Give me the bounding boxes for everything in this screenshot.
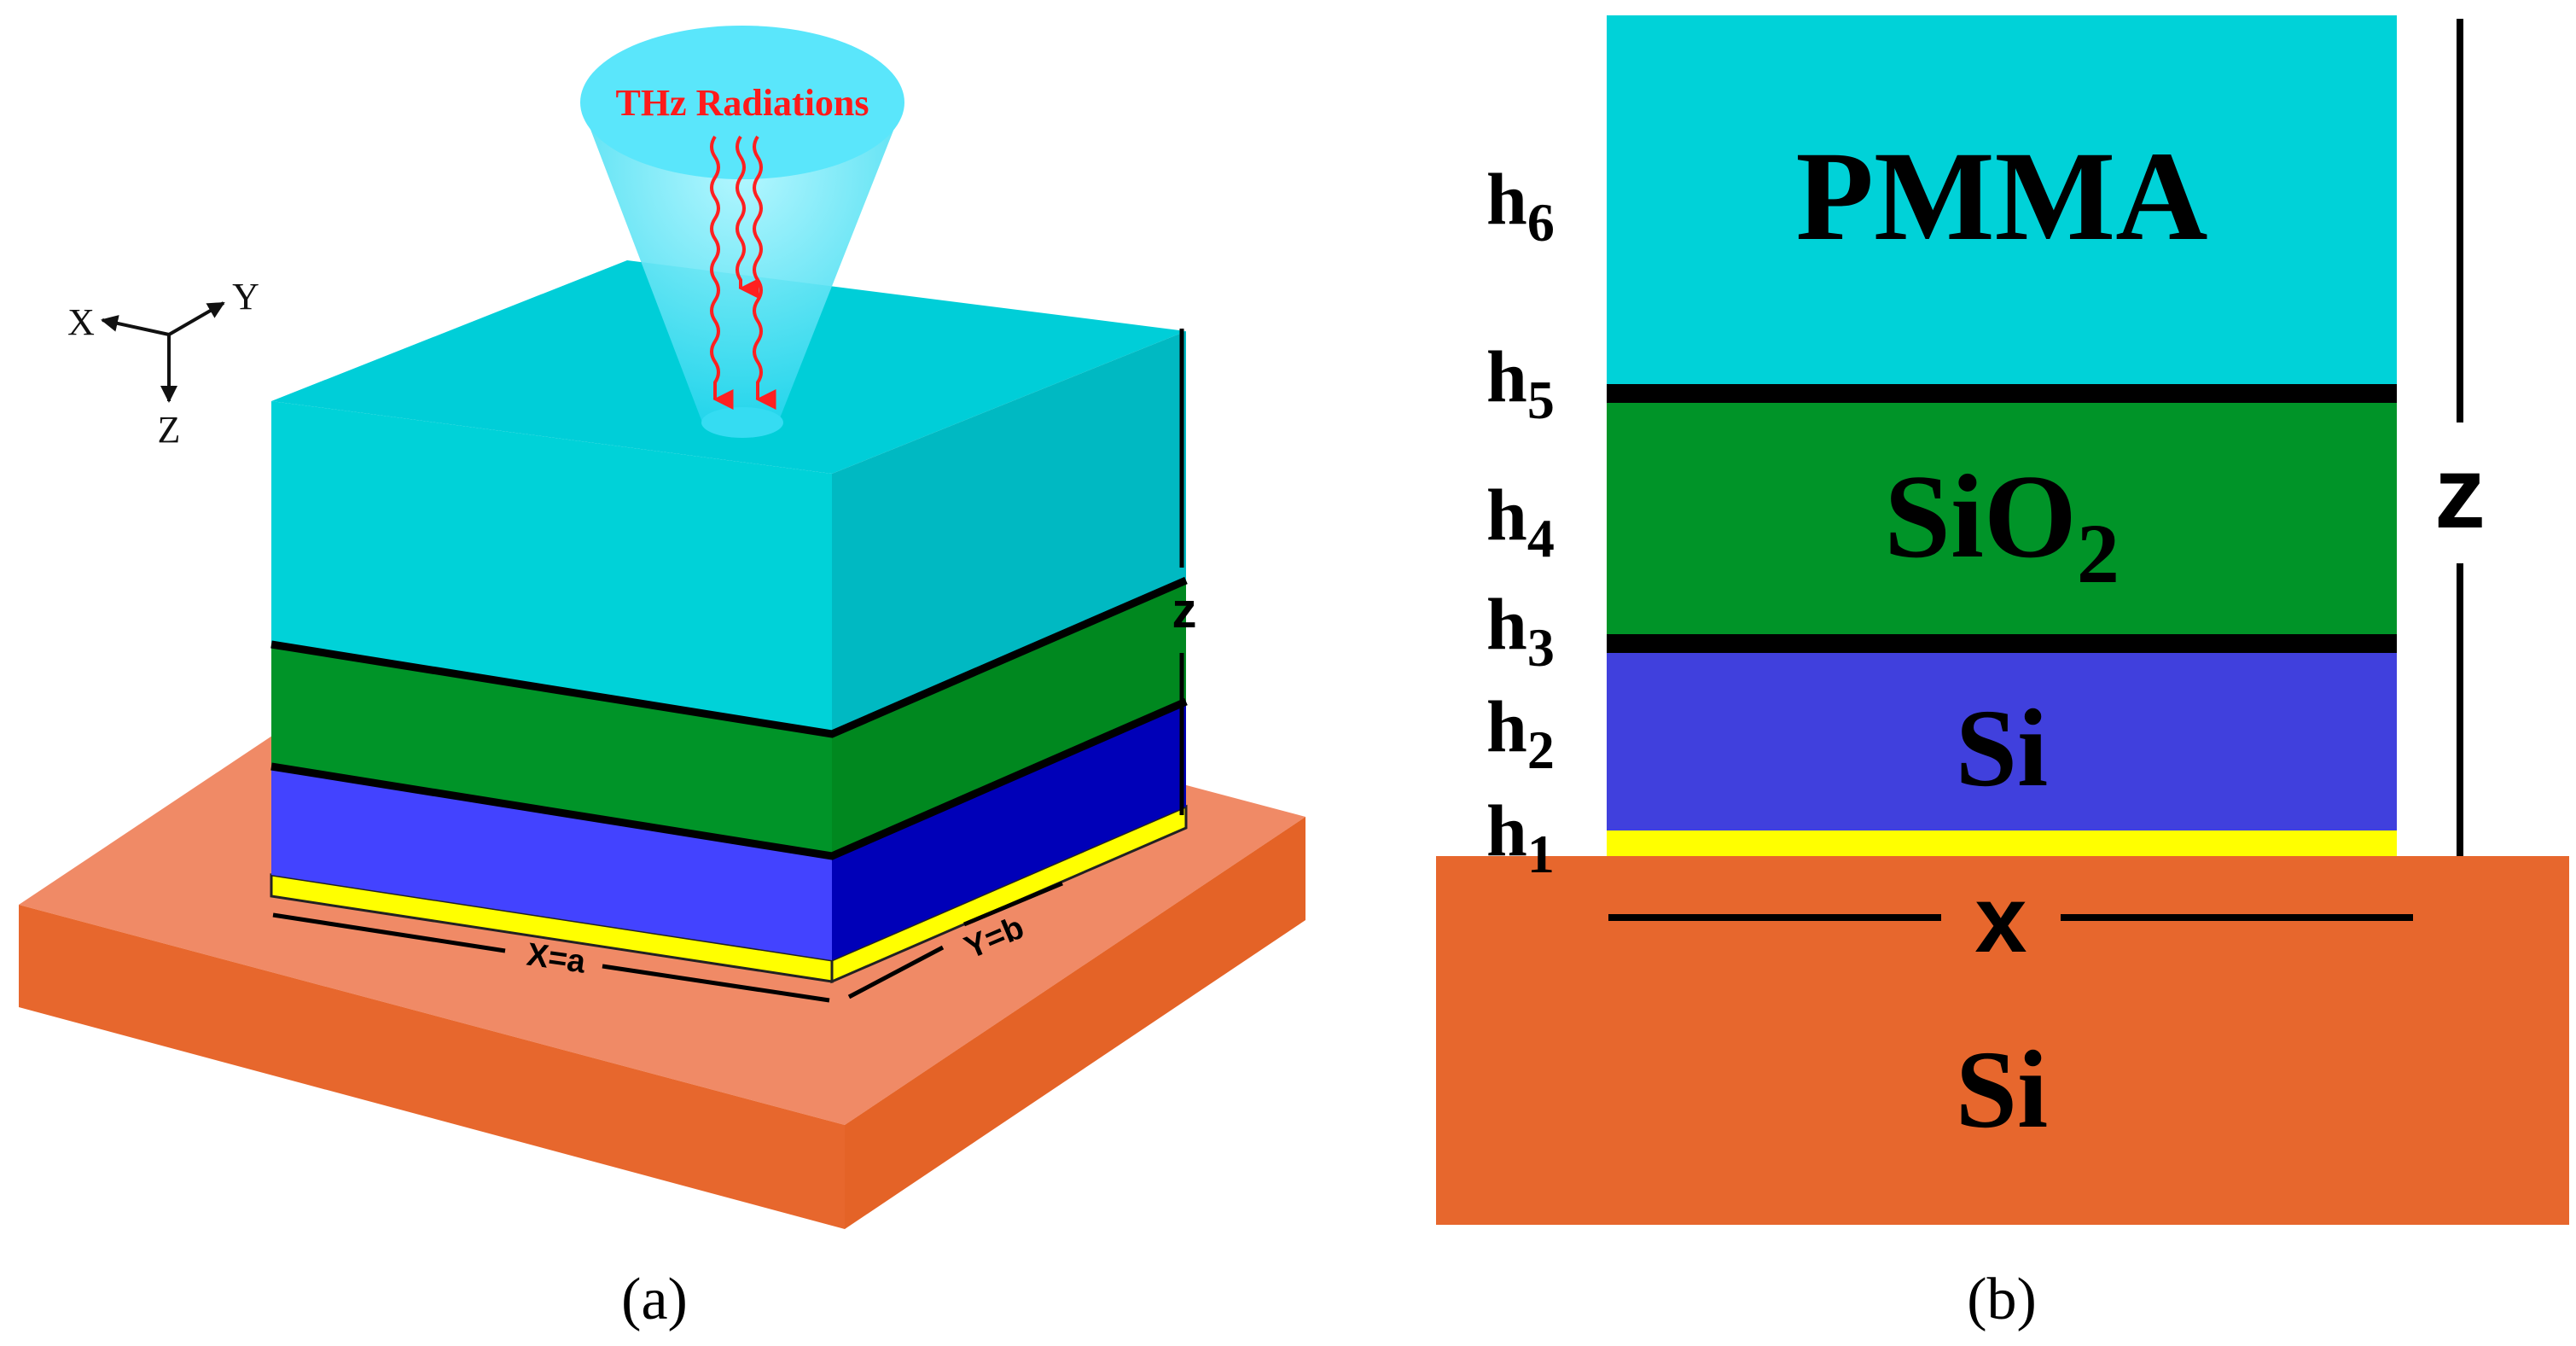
sio2-layer-3d bbox=[271, 580, 1186, 856]
pmma-layer-rect bbox=[1607, 15, 2397, 384]
gold-layer-rect bbox=[1607, 830, 2397, 856]
h5-base: h bbox=[1486, 335, 1527, 417]
h4-base: h bbox=[1486, 474, 1527, 556]
h6-sub: 6 bbox=[1527, 192, 1555, 253]
pmma-right-face bbox=[832, 331, 1186, 734]
panel-b: PMMA SiO2 Si Si h6 h5 h4 h3 h2 h1 z x (b… bbox=[1436, 15, 2569, 1332]
z-label-a: z bbox=[1172, 583, 1197, 638]
h1-base: h bbox=[1486, 790, 1527, 871]
wave-arrow-1 bbox=[710, 135, 734, 410]
cone-bottom bbox=[701, 407, 783, 438]
separator-lines-3d bbox=[270, 576, 1188, 860]
height-label-h1: h1 bbox=[1486, 790, 1555, 884]
z-height-marker-a: z bbox=[1172, 329, 1197, 815]
si-substrate-label: Si bbox=[1956, 1028, 2048, 1151]
si-layer-rect bbox=[1607, 653, 2397, 830]
h2-sub: 2 bbox=[1527, 720, 1555, 780]
caption-b: (b) bbox=[1967, 1267, 2037, 1332]
h3-base: h bbox=[1486, 583, 1527, 665]
height-label-h4: h4 bbox=[1486, 474, 1555, 568]
x-label-b: x bbox=[1974, 867, 2026, 972]
h4-sub: 4 bbox=[1527, 508, 1555, 568]
axis-y-label: Y bbox=[232, 276, 259, 318]
h6-base: h bbox=[1486, 158, 1527, 240]
y-dim-line-upper bbox=[963, 881, 1063, 927]
si-layer-3d bbox=[271, 702, 1186, 960]
z-height-marker-b: z bbox=[2434, 19, 2486, 856]
si-right-face bbox=[832, 702, 1186, 960]
dimension-lines-a bbox=[272, 881, 1063, 1003]
h5-sub: 5 bbox=[1527, 370, 1555, 430]
sio2-label-base: SiO bbox=[1884, 451, 2077, 583]
pmma-front-face bbox=[271, 401, 832, 734]
height-label-h2: h2 bbox=[1486, 685, 1555, 780]
pmma-label: PMMA bbox=[1795, 125, 2207, 267]
wave-arrow-3 bbox=[753, 135, 776, 410]
pmma-sio2-separator bbox=[270, 576, 1188, 738]
x-dim-line-right bbox=[602, 964, 830, 1003]
h2-base: h bbox=[1486, 685, 1527, 767]
h3-sub: 3 bbox=[1527, 617, 1555, 678]
height-label-h3: h3 bbox=[1486, 583, 1555, 678]
height-labels: h6 h5 h4 h3 h2 h1 bbox=[1486, 158, 1555, 884]
radiation-wave-arrows bbox=[710, 135, 776, 410]
sio2-label: SiO2 bbox=[1884, 451, 2120, 601]
sio2-right-face bbox=[832, 580, 1186, 856]
cone-top bbox=[580, 26, 904, 179]
panel-a: THz Radiations X Y Z z bbox=[19, 26, 1305, 1332]
x-dim-line-left bbox=[272, 912, 506, 953]
x-width-marker-b: x bbox=[1608, 867, 2413, 972]
y-dim-line-lower bbox=[847, 945, 945, 999]
height-label-h6: h6 bbox=[1486, 158, 1555, 253]
sio2-layer-rect bbox=[1607, 403, 2397, 634]
sio2-si-separator bbox=[270, 697, 1188, 860]
axis-y-arrow bbox=[167, 301, 225, 336]
substrate-right-face bbox=[845, 817, 1305, 1229]
height-label-h5: h5 bbox=[1486, 335, 1555, 430]
axis-x-arrow bbox=[101, 315, 170, 336]
cone-body bbox=[580, 102, 904, 438]
si-upper-label: Si bbox=[1956, 687, 2048, 810]
x-dim-label: X=a bbox=[525, 937, 589, 981]
wave-arrow-2 bbox=[736, 135, 759, 299]
si-front-face bbox=[271, 766, 832, 960]
separator-h3 bbox=[1607, 634, 2397, 653]
substrate-front-face bbox=[19, 905, 845, 1229]
h1-sub: 1 bbox=[1527, 824, 1555, 884]
caption-a: (a) bbox=[621, 1267, 688, 1332]
separator-h5 bbox=[1607, 384, 2397, 403]
axis-x-label: X bbox=[67, 301, 95, 343]
sio2-label-sub: 2 bbox=[2077, 506, 2120, 601]
radiation-label: THz Radiations bbox=[615, 82, 869, 124]
coordinate-axes bbox=[101, 301, 225, 403]
sio2-front-face bbox=[271, 644, 832, 856]
z-label-b: z bbox=[2434, 435, 2486, 550]
thz-radiation-cone: THz Radiations bbox=[580, 26, 904, 438]
axis-z-label: Z bbox=[158, 409, 181, 451]
